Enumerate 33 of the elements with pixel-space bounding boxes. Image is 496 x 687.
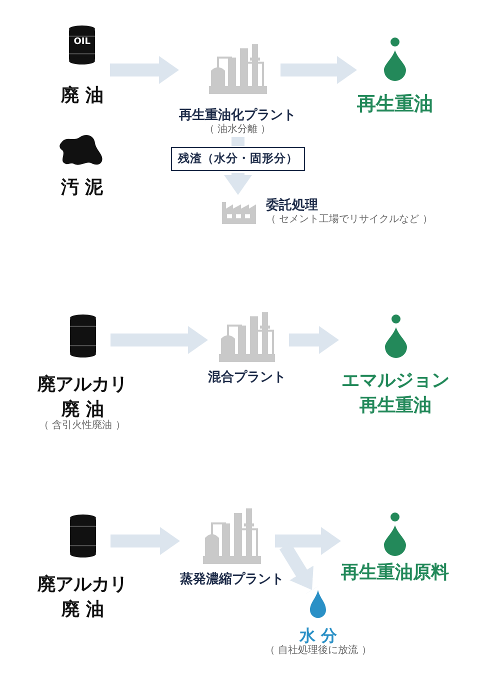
- label-box: [171, 147, 305, 171]
- drum-label: OIL: [74, 36, 90, 47]
- process-node: [341, 512, 449, 584]
- process-node: [58, 133, 106, 199]
- node-label: 再生重油: [357, 93, 433, 116]
- flow-arrow: [110, 527, 180, 555]
- note-text: （ 含引火性廃油 ）: [39, 420, 126, 432]
- node-label: 廃アルカリ廃 油: [36, 373, 129, 420]
- node-label: 再生重油原料: [341, 562, 449, 584]
- note-text: （ 油水分離 ）: [204, 124, 271, 136]
- flow-arrow: [224, 173, 252, 195]
- node-label: エマルジョン再生重油: [340, 369, 451, 418]
- note-text: （ セメント工場でリサイクルなど ）: [266, 214, 432, 226]
- node-label: 廃 油: [61, 85, 104, 107]
- flow-arrow: [110, 326, 208, 354]
- residue-label: 残渣（水分・固形分）: [178, 152, 298, 166]
- flow-arrow: [110, 56, 179, 84]
- node-label: 汚 泥: [60, 177, 104, 199]
- process-node: [208, 310, 286, 386]
- node-label: 蒸発濃縮プラント: [180, 572, 284, 588]
- node-label: 水 分: [299, 626, 337, 645]
- process-node: [61, 25, 104, 107]
- flow-arrow: [280, 56, 357, 84]
- node-label: 委託処理: [266, 198, 319, 214]
- node-label: 廃アルカリ廃 油: [36, 573, 129, 622]
- node-label: 混合プラント: [208, 370, 286, 386]
- node-label: 再生重油化プラント: [179, 108, 296, 124]
- flow-arrow: [289, 326, 339, 354]
- flow-arrow: [275, 527, 341, 555]
- process-node: [357, 37, 433, 116]
- process-node: [180, 506, 284, 588]
- note-text: （ 自社処理後に放流 ）: [265, 645, 372, 657]
- process-node: [179, 42, 296, 136]
